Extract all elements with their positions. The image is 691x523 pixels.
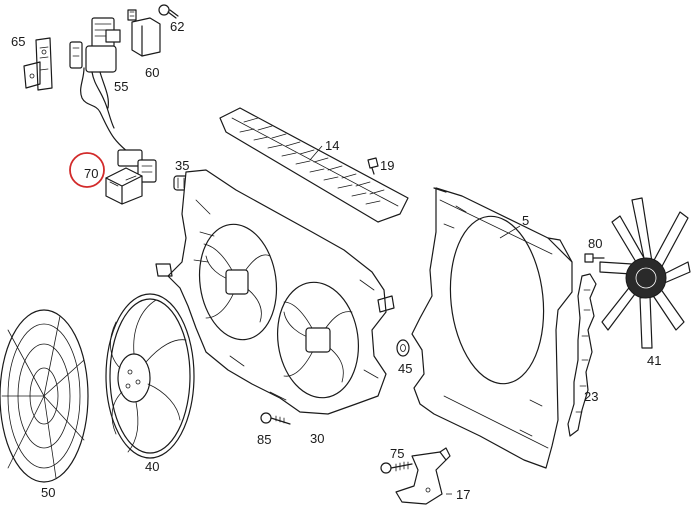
callout-19: 19 [380, 158, 394, 173]
part-45-bushing [396, 339, 410, 357]
callout-75: 75 [390, 446, 404, 461]
part-60-relay [127, 9, 161, 57]
callout-30: 30 [310, 431, 324, 446]
callout-62: 62 [170, 19, 184, 34]
part-62-screw [158, 4, 179, 19]
part-75-bolt [380, 461, 413, 474]
callout-40: 40 [145, 459, 159, 474]
part-50-fan-guard [0, 309, 89, 483]
callout-14: 14 [325, 138, 339, 153]
part-14-air-guide [219, 107, 409, 223]
part-55-cable-harness [69, 17, 157, 183]
callout-55: 55 [114, 79, 128, 94]
callout-45: 45 [398, 361, 412, 376]
part-30-fan-shroud [155, 169, 395, 415]
part-85-bolt [260, 412, 291, 425]
callout-65: 65 [11, 34, 25, 49]
part-70-control-module [105, 167, 143, 205]
part-19-clip [367, 157, 379, 175]
highlight-circle-70 [69, 152, 105, 188]
part-41-viscous-fan [599, 197, 691, 349]
callout-70: 70 [84, 166, 98, 181]
callout-41: 41 [647, 353, 661, 368]
callout-5: 5 [522, 213, 529, 228]
callout-50: 50 [41, 485, 55, 500]
part-17-bracket [395, 447, 451, 505]
part-5-radiator [411, 187, 573, 469]
part-65-bracket [23, 37, 53, 91]
callout-23: 23 [584, 389, 598, 404]
callout-17: 17 [456, 487, 470, 502]
part-80-bolt [584, 253, 605, 263]
callout-80: 80 [588, 236, 602, 251]
callout-60: 60 [145, 65, 159, 80]
callout-35: 35 [175, 158, 189, 173]
part-23-side-seal [567, 273, 597, 437]
part-40-fan-wheel [105, 293, 195, 459]
callout-85: 85 [257, 432, 271, 447]
